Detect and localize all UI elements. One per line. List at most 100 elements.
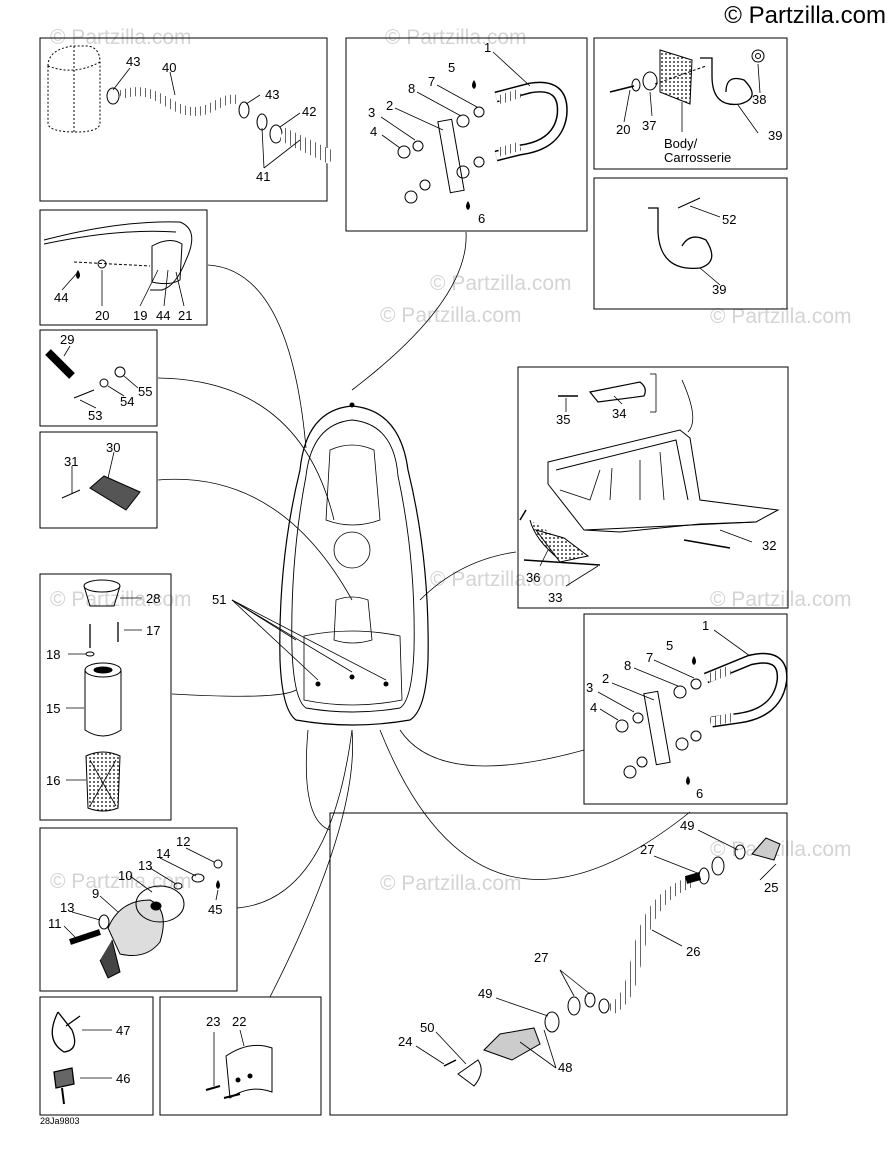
panel-storage-bin xyxy=(39,573,172,821)
callout-28: 28 xyxy=(146,591,160,606)
callout-1: 1 xyxy=(702,618,709,633)
callout-44: 44 xyxy=(156,308,170,323)
callout-39: 39 xyxy=(768,128,782,143)
watermark: © Partzilla.com xyxy=(380,872,522,895)
watermark: © Partzilla.com xyxy=(50,870,192,893)
adhesive-drops xyxy=(76,270,80,279)
callout-46: 46 xyxy=(116,1071,130,1086)
callout-44: 44 xyxy=(54,290,68,305)
adhesive-drops xyxy=(686,656,696,785)
callout-18: 18 xyxy=(46,647,60,662)
callout-42: 42 xyxy=(302,104,316,119)
callout-54: 54 xyxy=(120,394,134,409)
callout-40: 40 xyxy=(162,60,176,75)
watermark: © Partzilla.com xyxy=(50,588,192,611)
watermark: © Partzilla.com xyxy=(710,838,852,861)
callout-41: 41 xyxy=(256,169,270,184)
leaders xyxy=(623,63,761,134)
callout-39: 39 xyxy=(712,282,726,297)
callout-5: 5 xyxy=(666,638,673,653)
leaders xyxy=(63,345,139,409)
callout-16: 16 xyxy=(46,773,60,788)
callout-32: 32 xyxy=(762,538,776,553)
hull xyxy=(279,405,429,726)
watermark: © Partzilla.com xyxy=(430,272,572,295)
watermark: © Partzilla.com xyxy=(380,304,522,327)
leaders xyxy=(80,1029,112,1079)
callout-3: 3 xyxy=(586,680,593,695)
callout-19: 19 xyxy=(133,308,147,323)
pad-parts xyxy=(61,475,141,511)
rear-handle-parts xyxy=(615,652,788,779)
leaders xyxy=(61,269,185,307)
callout-12: 12 xyxy=(176,834,190,849)
callout-7: 7 xyxy=(646,650,653,665)
body-label-en: Body/ xyxy=(664,136,698,151)
callout-53: 53 xyxy=(88,408,102,423)
hull-fastener-points xyxy=(315,402,389,687)
vent-hose-parts xyxy=(47,45,336,165)
panel-pad xyxy=(39,431,158,529)
leaders xyxy=(66,597,142,781)
callout-33: 33 xyxy=(548,590,562,605)
callout-21: 21 xyxy=(178,308,192,323)
callout-49: 49 xyxy=(680,818,694,833)
callout-51: 51 xyxy=(212,592,226,607)
callout-55: 55 xyxy=(138,384,152,399)
panel-plug xyxy=(39,329,158,427)
watermark: © Partzilla.com xyxy=(710,588,852,611)
panel-cover xyxy=(159,996,322,1116)
callout-2: 2 xyxy=(602,671,609,686)
callout-47: 47 xyxy=(116,1023,130,1038)
callout-24: 24 xyxy=(398,1034,412,1049)
watermark: © Partzilla.com xyxy=(430,568,572,591)
leaders xyxy=(213,1029,245,1086)
drain-plug-parts xyxy=(69,859,223,979)
callout-4: 4 xyxy=(370,124,377,139)
callout-35: 35 xyxy=(556,412,570,427)
callout-7: 7 xyxy=(428,74,435,89)
nose-parts xyxy=(43,221,193,291)
adhesive-drops xyxy=(466,80,476,210)
callout-36: 36 xyxy=(526,570,540,585)
clips-parts xyxy=(51,1011,81,1105)
callout-14: 14 xyxy=(156,846,170,861)
callout-4: 4 xyxy=(590,700,597,715)
callout-38: 38 xyxy=(752,92,766,107)
leaders xyxy=(63,847,219,939)
leaders xyxy=(689,205,721,286)
callout-3: 3 xyxy=(368,105,375,120)
callout-27: 27 xyxy=(640,842,654,857)
callout-34: 34 xyxy=(612,406,626,421)
callout-11: 11 xyxy=(48,916,62,931)
clip-parts xyxy=(648,197,713,269)
panel-rivets xyxy=(39,209,208,326)
panel-bilge-hose xyxy=(329,812,788,1116)
panel-clip xyxy=(593,177,788,310)
callout-5: 5 xyxy=(448,60,455,75)
bilge-hose-parts xyxy=(443,837,781,1087)
panel-front-handle xyxy=(345,37,588,232)
callout-8: 8 xyxy=(624,658,631,673)
storage-bin-parts xyxy=(83,579,122,812)
callout-26: 26 xyxy=(686,944,700,959)
diagram-code: 28Ja9803 xyxy=(40,1116,80,1126)
watermark: © Partzilla.com xyxy=(710,305,852,328)
callout-48: 48 xyxy=(558,1060,572,1075)
callout-22: 22 xyxy=(232,1014,246,1029)
brand-label[interactable]: © Partzilla.com xyxy=(724,2,886,29)
callout-31: 31 xyxy=(64,454,78,469)
leaders xyxy=(380,51,531,149)
body-clip-parts xyxy=(609,49,765,106)
callout-8: 8 xyxy=(408,81,415,96)
callout-37: 37 xyxy=(642,118,656,133)
callout-23: 23 xyxy=(206,1014,220,1029)
callout-43: 43 xyxy=(126,54,140,69)
panel-vent-hose xyxy=(39,37,328,202)
panel-footrest xyxy=(517,366,789,609)
callout-20: 20 xyxy=(616,122,630,137)
body-label-fr: Carrosserie xyxy=(664,150,731,165)
leaders xyxy=(415,829,777,1069)
callout-2: 2 xyxy=(386,98,393,113)
